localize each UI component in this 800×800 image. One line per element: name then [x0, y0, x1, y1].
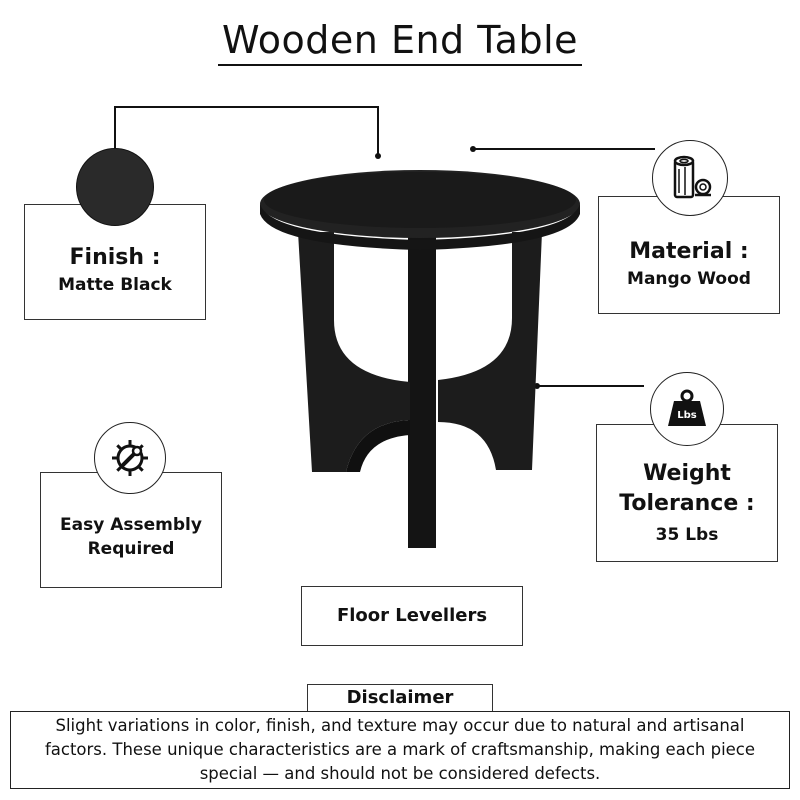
- floor-label: Floor Levellers: [336, 605, 488, 626]
- weight-label-line2: Tolerance :: [619, 491, 755, 516]
- floor-box: Floor Levellers: [301, 586, 523, 646]
- finish-connector-vertical-left: [114, 106, 116, 148]
- weight-icon-text: Lbs: [677, 410, 697, 421]
- material-label: Material :: [629, 239, 749, 264]
- weight-value: 35 Lbs: [655, 525, 719, 545]
- weight-label-line1: Weight: [643, 461, 731, 486]
- disclaimer-title: Disclaimer: [307, 684, 493, 712]
- finish-swatch: [76, 148, 154, 226]
- weight-icon: Lbs: [650, 372, 724, 446]
- material-connector-line: [473, 148, 655, 150]
- finish-connector-dot: [375, 153, 381, 159]
- assembly-line2: Required: [87, 539, 175, 559]
- disclaimer-box: Slight variations in color, finish, and …: [10, 711, 790, 789]
- wood-log-icon: [652, 140, 728, 216]
- disclaimer-text: Slight variations in color, finish, and …: [44, 716, 756, 783]
- table-image: [260, 170, 580, 548]
- assembly-line1: Easy Assembly: [60, 515, 202, 535]
- gear-wrench-icon: [94, 422, 166, 494]
- table-right-leg: [438, 232, 542, 470]
- material-value: Mango Wood: [627, 269, 751, 289]
- finish-connector-horizontal: [114, 106, 379, 108]
- finish-connector-vertical-right: [377, 106, 379, 156]
- finish-value: Matte Black: [58, 275, 172, 295]
- page-title: Wooden End Table: [0, 18, 800, 66]
- weight-connector-line: [537, 385, 644, 387]
- table-left-leg: [298, 232, 410, 472]
- finish-label: Finish :: [69, 245, 161, 270]
- weight-box: Weight Tolerance : 35 Lbs: [596, 424, 778, 562]
- table-back-leg: [408, 230, 436, 548]
